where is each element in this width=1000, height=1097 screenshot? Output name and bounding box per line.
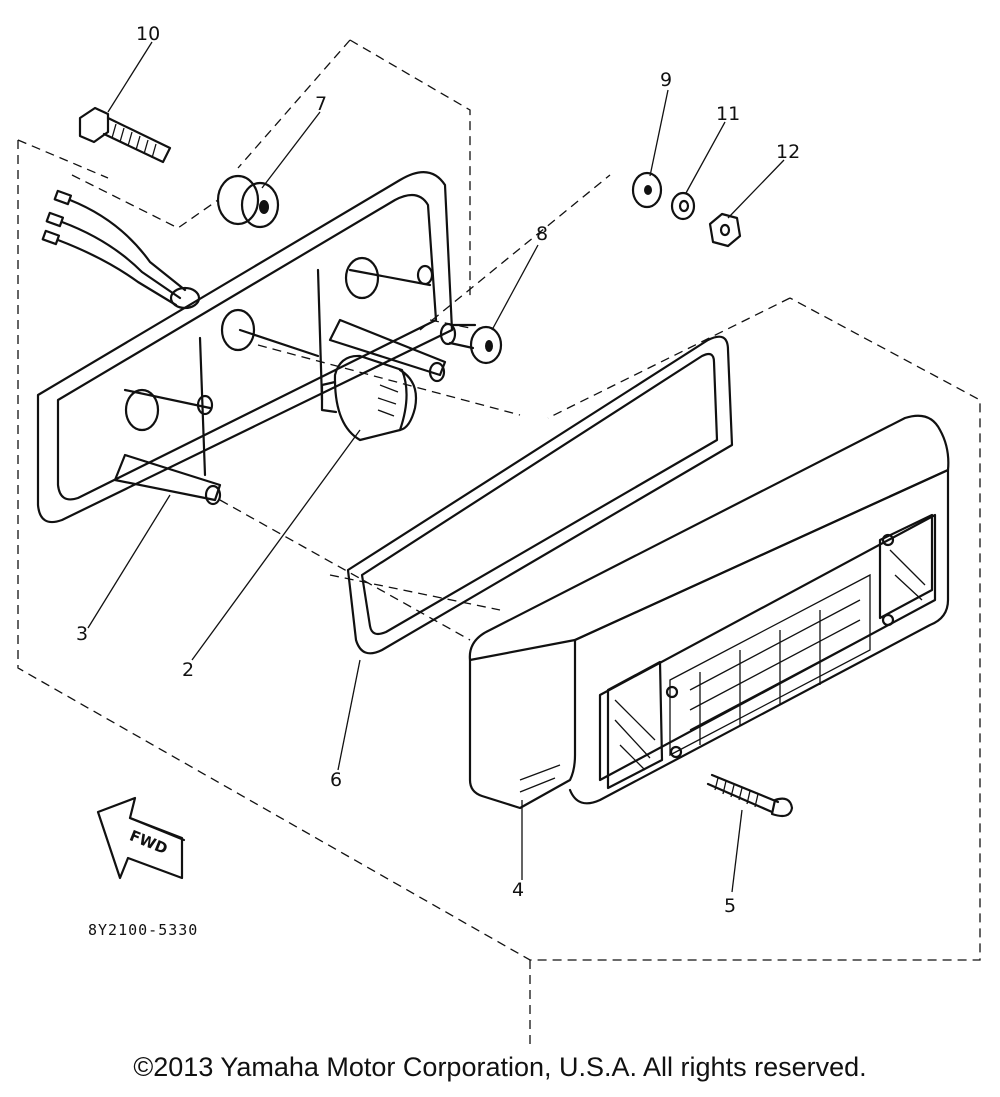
leader-lines: [87, 41, 785, 893]
gasket: [346, 335, 734, 655]
washer: [631, 171, 663, 209]
callout-number: 6: [330, 769, 342, 791]
callout-number: 8: [536, 223, 548, 245]
lens: [468, 414, 950, 810]
fwd-arrow-icon: FWD: [96, 796, 186, 880]
bulb: [320, 354, 418, 442]
bolt: [78, 106, 172, 164]
callout-number: 7: [315, 93, 327, 115]
callout-number: 5: [724, 895, 736, 917]
light-base: [36, 171, 454, 524]
assembly-outline: [17, 39, 981, 1045]
callout-number: 9: [660, 69, 672, 91]
wire-harness: [41, 189, 201, 310]
screw: [706, 773, 794, 818]
copyright-notice: ©2013 Yamaha Motor Corporation, U.S.A. A…: [133, 1052, 867, 1082]
callout-number: 10: [136, 23, 160, 45]
callout-number: 3: [76, 623, 88, 645]
grommet: [216, 174, 280, 229]
callout-number: 12: [776, 141, 800, 163]
lock-washer: [670, 191, 696, 221]
callouts: 10 7 9 11 12 8 3 2 6 4 5: [76, 23, 800, 917]
stud: [439, 322, 503, 365]
callout-number: 4: [512, 879, 524, 901]
nut: [708, 212, 742, 248]
diagram-code: 8Y2100-5330: [88, 921, 198, 939]
callout-number: 11: [716, 103, 740, 125]
callout-number: 2: [182, 659, 194, 681]
